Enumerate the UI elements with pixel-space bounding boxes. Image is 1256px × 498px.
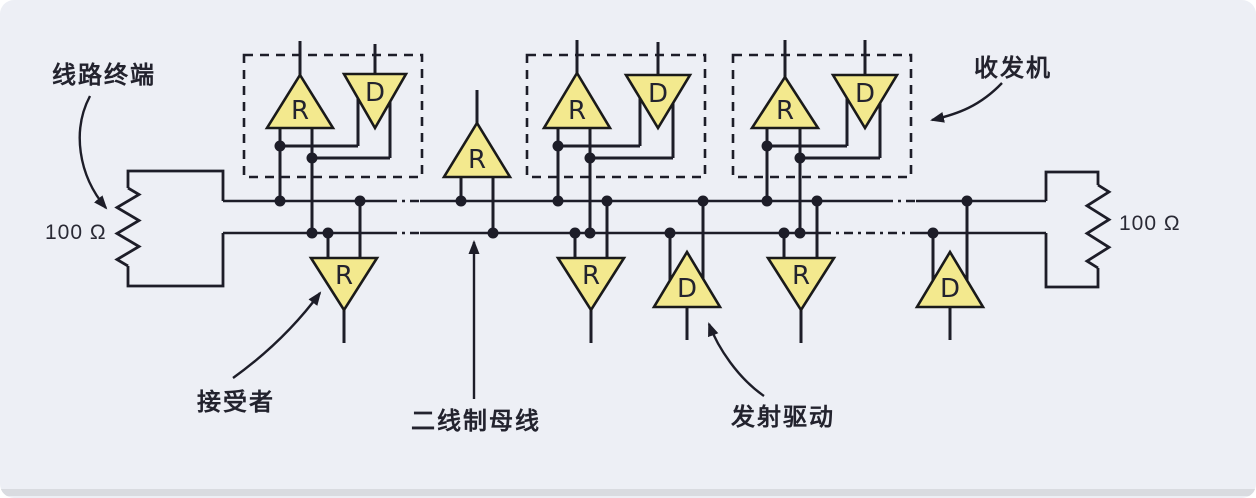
junction-dot bbox=[927, 227, 939, 239]
receiver-triangle bbox=[765, 256, 837, 313]
receiver-triangle bbox=[541, 70, 613, 130]
junction-dot bbox=[584, 152, 596, 164]
driver-triangle bbox=[914, 249, 986, 309]
annotation-arrows bbox=[78, 82, 1003, 399]
connection-wires bbox=[278, 40, 969, 343]
junction-dot bbox=[811, 195, 823, 207]
receiver-triangle bbox=[749, 74, 821, 130]
receiver-letter: R bbox=[335, 261, 353, 291]
receiver-letter: R bbox=[568, 96, 586, 126]
receiver-gate: R bbox=[441, 120, 513, 179]
junction-dot bbox=[552, 140, 564, 152]
receiver-letter: R bbox=[291, 96, 309, 126]
right-termination-resistor bbox=[1084, 183, 1112, 270]
junction-dot bbox=[569, 227, 581, 239]
logic-gates: R D R D R D R R R R D D bbox=[264, 70, 986, 313]
junction-dots bbox=[274, 140, 973, 239]
driver-letter: D bbox=[648, 79, 668, 109]
arrow-receiver bbox=[232, 291, 322, 379]
receiver-gate: R bbox=[555, 256, 627, 313]
receiver-gate: R bbox=[264, 72, 336, 130]
driver-letter: D bbox=[365, 78, 385, 108]
junction-dot bbox=[487, 227, 499, 239]
junction-dot bbox=[794, 227, 806, 239]
label-line-termination: 线路终端 bbox=[52, 62, 156, 89]
junction-dot bbox=[778, 227, 790, 239]
driver-triangle bbox=[830, 73, 900, 131]
left-termination-wiring bbox=[126, 169, 225, 288]
label-two-wire-bus: 二线制母线 bbox=[411, 408, 541, 435]
receiver-letter: R bbox=[582, 261, 600, 291]
junction-dot bbox=[761, 195, 773, 207]
driver-triangle bbox=[341, 72, 409, 131]
arrow-line-termination bbox=[78, 95, 108, 210]
driver-gate: D bbox=[623, 73, 693, 131]
junction-dot bbox=[322, 227, 334, 239]
driver-gate: D bbox=[651, 249, 723, 309]
junction-dot bbox=[664, 227, 676, 239]
label-transceiver: 收发机 bbox=[974, 55, 1052, 82]
junction-dot bbox=[552, 195, 564, 207]
junction-dot bbox=[306, 152, 318, 164]
driver-gate: D bbox=[341, 72, 409, 131]
junction-dot bbox=[697, 195, 709, 207]
receiver-gate: R bbox=[541, 70, 613, 130]
label-receiver: 接受者 bbox=[197, 389, 275, 416]
transceiver-boxes bbox=[242, 53, 913, 179]
junction-dot bbox=[584, 227, 596, 239]
driver-triangle bbox=[623, 73, 693, 131]
junction-dot bbox=[601, 195, 613, 207]
bus-wires bbox=[223, 199, 1046, 235]
left-termination-resistor bbox=[114, 186, 142, 268]
transceiver-box bbox=[242, 53, 424, 179]
label-left-resistor-value: 100 Ω bbox=[45, 221, 107, 244]
driver-letter: D bbox=[677, 274, 697, 304]
receiver-triangle bbox=[308, 256, 380, 313]
junction-dot bbox=[761, 140, 773, 152]
receiver-letter: R bbox=[776, 96, 794, 126]
driver-triangle bbox=[651, 249, 723, 309]
receiver-letter: R bbox=[792, 261, 810, 291]
transceiver-box bbox=[525, 53, 707, 179]
junction-dot bbox=[306, 227, 318, 239]
receiver-triangle bbox=[555, 256, 627, 313]
receiver-triangle bbox=[441, 120, 513, 179]
junction-dot bbox=[455, 195, 467, 207]
receiver-gate: R bbox=[765, 256, 837, 313]
label-right-resistor-value: 100 Ω bbox=[1119, 212, 1181, 235]
driver-letter: D bbox=[855, 79, 875, 109]
driver-letter: D bbox=[940, 274, 960, 304]
receiver-triangle bbox=[264, 72, 336, 130]
receiver-gate: R bbox=[749, 74, 821, 130]
junction-dot bbox=[274, 195, 286, 207]
label-transmit-driver: 发射驱动 bbox=[731, 404, 835, 431]
termination-networks bbox=[114, 169, 1112, 289]
junction-dot bbox=[274, 140, 286, 152]
receiver-letter: R bbox=[468, 145, 486, 175]
arrow-transceiver bbox=[930, 82, 1003, 123]
transceiver-box bbox=[731, 53, 913, 179]
arrow-transmit-driver bbox=[707, 322, 765, 397]
driver-gate: D bbox=[914, 249, 986, 309]
junction-dot bbox=[961, 195, 973, 207]
receiver-gate: R bbox=[308, 256, 380, 313]
driver-gate: D bbox=[830, 73, 900, 131]
right-termination-wiring bbox=[1044, 170, 1100, 289]
junction-dot bbox=[794, 152, 806, 164]
junction-dot bbox=[354, 195, 366, 207]
